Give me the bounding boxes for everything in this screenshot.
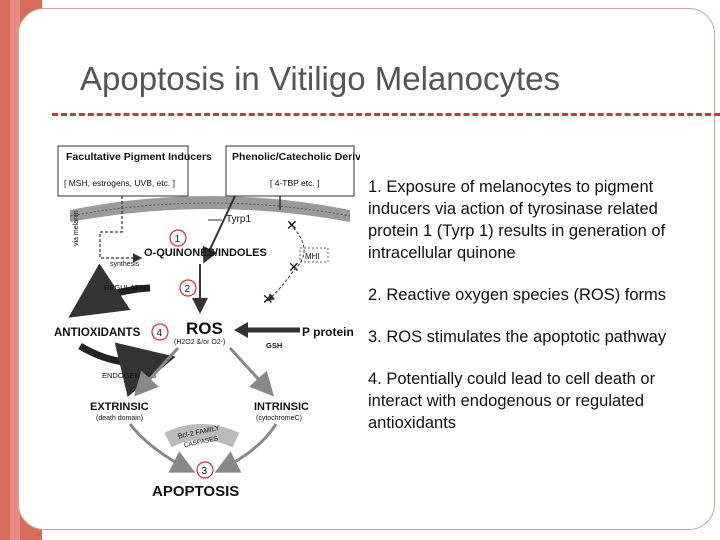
step-3-number: 3 xyxy=(202,466,208,477)
cell-membrane xyxy=(70,196,350,222)
pigment-inducers-sub: [ MSH, estrogens, UVB, etc. ] xyxy=(64,178,175,188)
step-2-badge xyxy=(179,279,197,297)
mhi-label: MHI xyxy=(305,252,320,261)
endogenous-arc xyxy=(78,342,176,397)
extrinsic-sub-label: (death domain) xyxy=(96,415,143,422)
explanation-item-2: 2. Reactive oxygen species (ROS) forms xyxy=(368,286,667,304)
phenolic-sub: [ 4-TBP etc. ] xyxy=(270,178,319,188)
p-protein-label: P protein xyxy=(302,325,354,339)
explanation-item-3: 3. ROS stimulates the apoptotic pathway xyxy=(368,328,667,346)
inducer-arrow xyxy=(202,195,236,264)
explanation-item-4: 4. Potentially could lead to cell death … xyxy=(368,370,656,432)
slide-title: Apoptosis in Vitiligo Melanocytes xyxy=(80,60,560,97)
bcl2-band xyxy=(164,424,240,448)
endogenous-label: ENDOGENOUS xyxy=(102,371,156,380)
left-decor-stripe xyxy=(10,0,20,540)
phenolic-title: Phenolic/Catecholic Derivatives xyxy=(232,151,360,163)
gsh-label: GSH xyxy=(266,341,282,350)
phenolic-box xyxy=(225,145,355,197)
quinones-label: O-QUINONES/INDOLES xyxy=(144,247,267,259)
apoptosis-diagram: Facultative Pigment Inducers [ MSH, estr… xyxy=(54,145,360,500)
step-1-number: 1 xyxy=(175,234,181,245)
step-4-number: 4 xyxy=(157,328,163,339)
explanation-list: 1. Exposure of melanocytes to pigment in… xyxy=(368,176,688,454)
intrinsic-sub-label: (cytochromeC) xyxy=(256,415,302,422)
mhi-box xyxy=(299,247,329,263)
tyrp1-label: Tyrp1 xyxy=(226,214,251,225)
explanation-item-1: 1. Exposure of melanocytes to pigment in… xyxy=(368,178,666,262)
apoptosis-label: APOPTOSIS xyxy=(152,483,239,500)
step-4-badge xyxy=(151,323,169,341)
extrinsic-label: EXTRINSIC xyxy=(90,401,149,413)
melanin-label: via melanin xyxy=(73,210,80,246)
step-2-number: 2 xyxy=(185,284,191,295)
inhibit-x-3: ✕ xyxy=(262,291,274,307)
intrinsic-label: INTRINSIC xyxy=(254,401,309,413)
regulated-label: REGULATED xyxy=(104,283,150,292)
regulated-arc xyxy=(68,263,151,318)
slide-frame xyxy=(18,8,715,530)
pigment-inducers-box xyxy=(57,145,189,197)
step-1-badge xyxy=(169,229,187,247)
antioxidants-label: ANTIOXIDANTS xyxy=(54,327,141,339)
pigment-inducers-title: Facultative Pigment Inducers xyxy=(66,151,212,163)
ros-label: ROS xyxy=(186,319,223,338)
inhibit-x-1: ✕ xyxy=(286,217,298,233)
synthesis-label: synthesis xyxy=(110,261,140,268)
step-3-badge xyxy=(196,461,214,479)
title-divider xyxy=(52,113,720,116)
inhibit-x-2: ✕ xyxy=(288,259,300,275)
ros-sub-label: (H2O2 &/or O2-) xyxy=(174,339,225,346)
